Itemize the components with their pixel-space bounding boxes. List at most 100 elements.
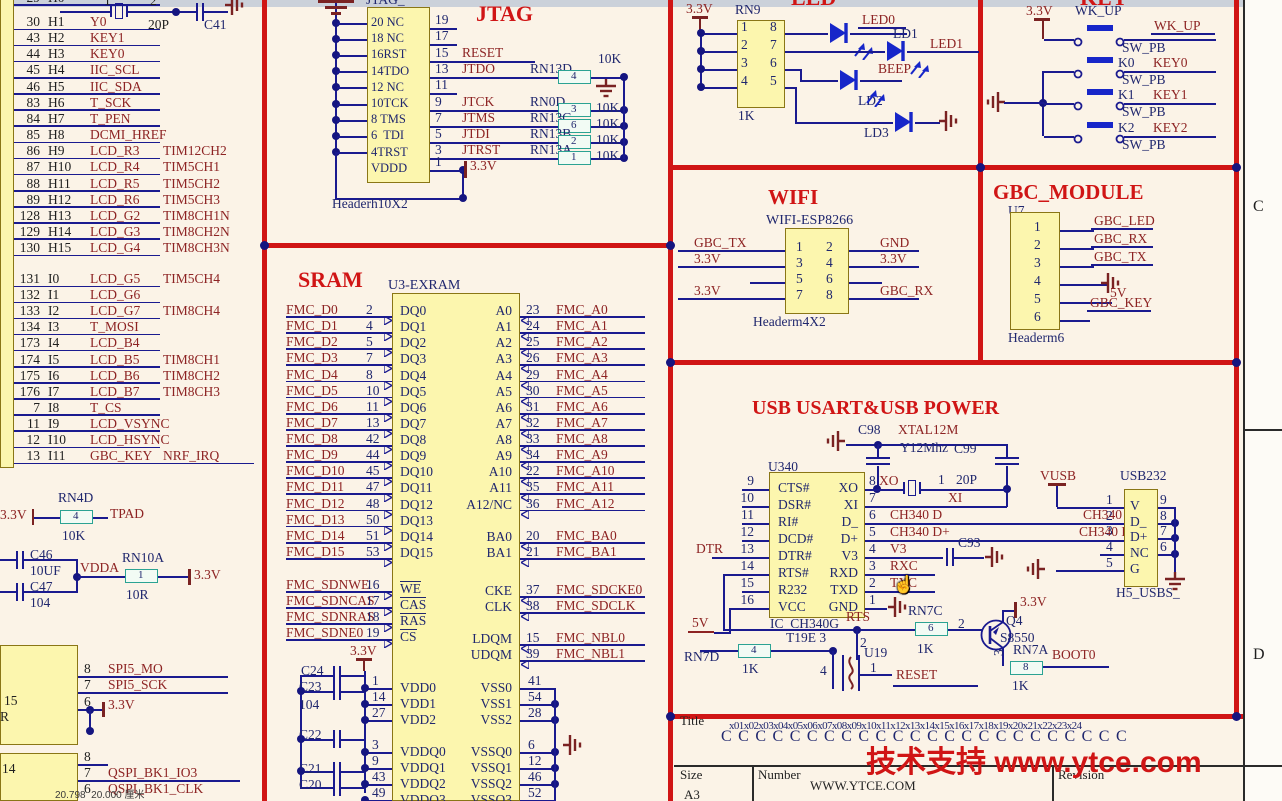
- pin-number: 44: [26, 46, 41, 62]
- label: KEY1: [1153, 87, 1188, 102]
- power-icon: [699, 19, 701, 31]
- wire: [1158, 507, 1175, 509]
- pin-number: 9: [435, 94, 442, 109]
- pin-arrow-icon: [519, 656, 530, 674]
- label: VDDA: [80, 560, 119, 575]
- net-label: LCD_G6: [90, 287, 141, 303]
- net-label: IIC_SCL: [90, 62, 140, 78]
- wire: [14, 414, 160, 416]
- pin-name: DQ14: [400, 528, 433, 544]
- label: C41: [204, 17, 227, 32]
- label: 3.3V: [1026, 3, 1053, 18]
- wire: [430, 44, 457, 46]
- wire: [520, 396, 645, 399]
- wire: [14, 222, 160, 224]
- pin-name: D+: [1130, 529, 1148, 544]
- label: 6: [1034, 309, 1041, 324]
- pin-number: 45: [26, 62, 41, 78]
- bottom-scrollbar[interactable]: [0, 0, 1282, 7]
- net-label: TIM8CH1: [163, 351, 220, 367]
- pin-arrow-icon: [519, 554, 530, 572]
- wire: [1006, 445, 1008, 458]
- resistor: [558, 119, 591, 133]
- zone-label: D: [1253, 646, 1265, 663]
- pin-name: VSS0: [480, 680, 512, 695]
- wire: [742, 489, 769, 491]
- pin-arrow-icon: [383, 441, 394, 459]
- wire: [14, 109, 160, 111]
- ground-icon: [939, 109, 963, 133]
- label: 10K: [62, 528, 86, 543]
- wire: [364, 671, 366, 793]
- label: 3.3V: [694, 251, 721, 266]
- wire: [591, 158, 624, 160]
- net-label: GBC_KEY: [90, 448, 153, 464]
- label: 8: [1160, 508, 1167, 523]
- sheet-margin: [1244, 0, 1282, 801]
- port-name: H8: [48, 127, 65, 143]
- pin-number: 83: [26, 94, 41, 110]
- pin-number: 129: [19, 223, 40, 239]
- wire: [286, 348, 392, 351]
- junction-dot: [361, 764, 369, 772]
- pin-arrow-icon: [383, 635, 394, 653]
- label: V3: [890, 541, 907, 556]
- wire: [520, 316, 645, 318]
- titleblock-line: [1052, 765, 1054, 801]
- ref-des: U19: [864, 645, 888, 660]
- pin-name: VCC: [778, 599, 806, 614]
- label: 4: [741, 73, 748, 88]
- junction-dot: [332, 83, 340, 91]
- ground-icon: [888, 595, 912, 619]
- ref-des: LD1: [893, 26, 918, 41]
- junction-dot: [361, 716, 369, 724]
- net-label: TIM5CH4: [163, 271, 220, 286]
- wire: [1004, 102, 1044, 104]
- junction-dot: [620, 73, 628, 81]
- wire: [742, 523, 769, 525]
- pin-number: 86: [26, 143, 41, 159]
- wire: [1060, 284, 1108, 286]
- pin-number: 14: [372, 689, 386, 704]
- capacitor-icon: [16, 583, 18, 601]
- pin-arrow-icon: [383, 360, 394, 378]
- ref-des: K2: [1118, 120, 1135, 135]
- section-border: [262, 0, 267, 801]
- pin-name: GND: [828, 599, 858, 614]
- section-title: LED: [791, 0, 836, 10]
- junction-dot: [697, 47, 705, 55]
- switch-icon: [1087, 122, 1113, 128]
- junction-dot: [332, 35, 340, 43]
- part-name: WIFI-ESP8266: [766, 213, 854, 228]
- wire: [341, 771, 365, 773]
- wire: [785, 51, 885, 53]
- net-label: LCD_G4: [90, 240, 141, 256]
- wire: [1056, 486, 1058, 507]
- ground-icon: [563, 733, 587, 757]
- label: 7: [84, 765, 91, 780]
- label: 15: [4, 693, 18, 708]
- wire: [865, 540, 1124, 542]
- ref-des: Q4: [1006, 613, 1023, 628]
- label: 1K: [742, 661, 759, 676]
- label: 6: [1160, 539, 1167, 554]
- label: 4: [1034, 273, 1041, 288]
- wire: [948, 629, 982, 631]
- capacitor-icon: [333, 682, 335, 700]
- wire: [591, 110, 624, 112]
- label: 1K: [1012, 678, 1029, 693]
- ground-icon: [594, 79, 618, 103]
- wire: [1151, 33, 1215, 35]
- pin-number: 11: [27, 415, 40, 431]
- port-name: I7: [48, 383, 60, 399]
- label: GBC_LED: [1094, 213, 1155, 228]
- part-name: S8550: [1000, 630, 1035, 645]
- junction-dot: [297, 767, 305, 775]
- pin-arrow-icon: [383, 377, 394, 395]
- switch-icon: [1115, 66, 1125, 84]
- pin-name: VDDQ3: [400, 792, 446, 801]
- label: FMC_D15: [286, 543, 345, 559]
- label: 4: [820, 663, 827, 678]
- label: FMC_A9: [556, 447, 608, 463]
- crystal-icon: [110, 5, 112, 17]
